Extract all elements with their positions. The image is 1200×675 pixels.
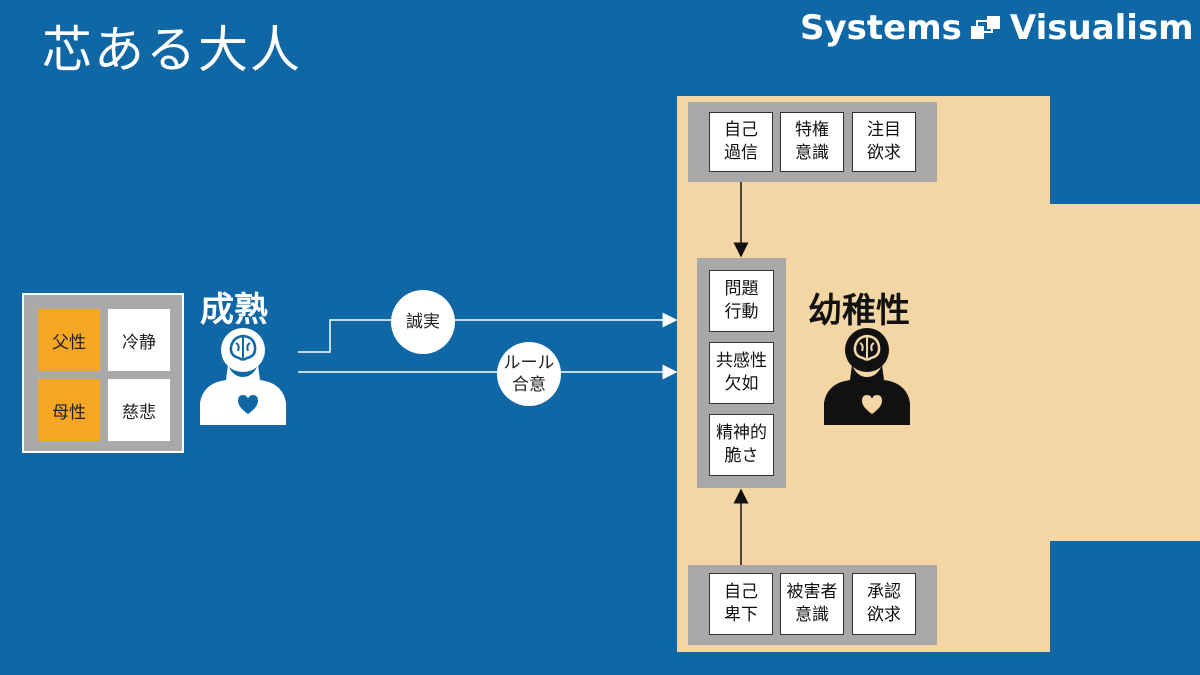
trait-paternal: 父性 [38,309,100,371]
bottom-causes-frame: 自己卑下 被害者意識 承認欲求 [688,565,937,645]
sincerity-arrow [298,312,678,353]
agreement-text: 合意 [512,375,546,395]
sincerity-label: 誠実 [391,290,455,354]
rule-text: ルール [503,353,555,373]
person-brain-heart-icon [824,328,910,425]
immature-traits-frame: 問題行動 共感性欠如 精神的脆さ [697,258,786,488]
trait-maternal: 母性 [38,379,100,441]
immature-region-extension [1050,204,1200,541]
cause-victim-mentality: 被害者意識 [780,573,844,635]
trait-calm: 冷静 [108,309,170,371]
cause-approval-seeking: 承認欲求 [852,573,916,635]
trait-lack-of-empathy: 共感性欠如 [709,342,774,404]
trait-mental-fragility: 精神的脆さ [709,414,774,476]
cause-overconfidence: 自己過信 [709,112,773,172]
person-brain-heart-icon [200,328,286,425]
brand-right-text: Visualism [1009,8,1194,48]
trait-problem-behavior: 問題行動 [709,270,774,332]
mature-traits-box: 父性 冷静 母性 慈悲 [22,293,184,453]
rule-agreement-label: ルール 合意 [497,342,561,406]
brand-left-text: Systems [800,8,962,48]
immature-label: 幼稚性 [808,291,910,331]
systems-visualism-logo-icon [970,16,1000,39]
mature-label: 成熟 [200,290,268,330]
brand-logo: Systems Visualism [800,8,1194,48]
sincerity-text: 誠実 [406,312,440,332]
top-causes-frame: 自己過信 特権意識 注目欲求 [688,102,937,182]
cause-entitlement: 特権意識 [780,112,844,172]
page-title: 芯ある大人 [42,21,302,79]
cause-self-deprecation: 自己卑下 [709,573,773,635]
cause-attention-seeking: 注目欲求 [852,112,916,172]
trait-compassion: 慈悲 [108,379,170,441]
